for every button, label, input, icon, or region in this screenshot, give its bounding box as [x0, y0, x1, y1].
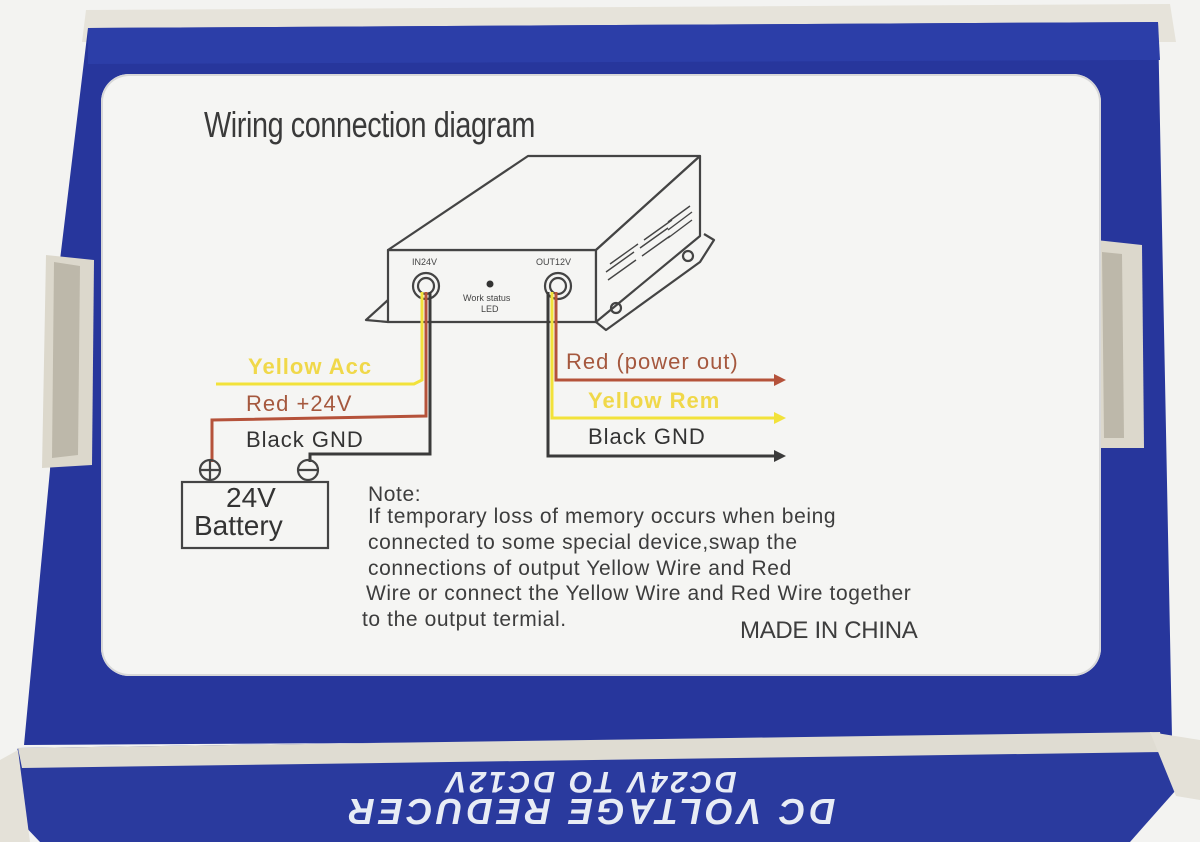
led-label-line2: LED [481, 304, 499, 314]
battery-label: Battery [194, 510, 283, 541]
converter-device-drawing [364, 154, 716, 332]
note-heading: Note: [368, 483, 422, 506]
led-label-line1: Work status [463, 293, 511, 303]
input-black-wire-label: Black GND [246, 427, 364, 452]
note-line-1: If temporary loss of memory occurs when … [368, 505, 837, 528]
input-port-label: IN24V [412, 257, 438, 267]
diagram-title: Wiring connection diagram [204, 104, 535, 145]
output-black-wire-label: Black GND [588, 424, 706, 449]
battery-voltage: 24V [226, 482, 276, 513]
output-yellow-wire-label: Yellow Rem [588, 388, 721, 413]
note-line-5: to the output termial. [362, 608, 567, 631]
input-yellow-wire-label: Yellow Acc [248, 354, 373, 379]
note-line-4: Wire or connect the Yellow Wire and Red … [366, 582, 912, 605]
output-port-label: OUT12V [536, 257, 572, 267]
input-red-wire-label: Red +24V [246, 391, 353, 416]
output-red-wire-label: Red (power out) [566, 349, 739, 374]
note-line-3: connections of output Yellow Wire and Re… [368, 557, 792, 580]
note-line-2: connected to some special device,swap th… [368, 531, 798, 554]
made-in-label: MADE IN CHINA [740, 617, 918, 644]
